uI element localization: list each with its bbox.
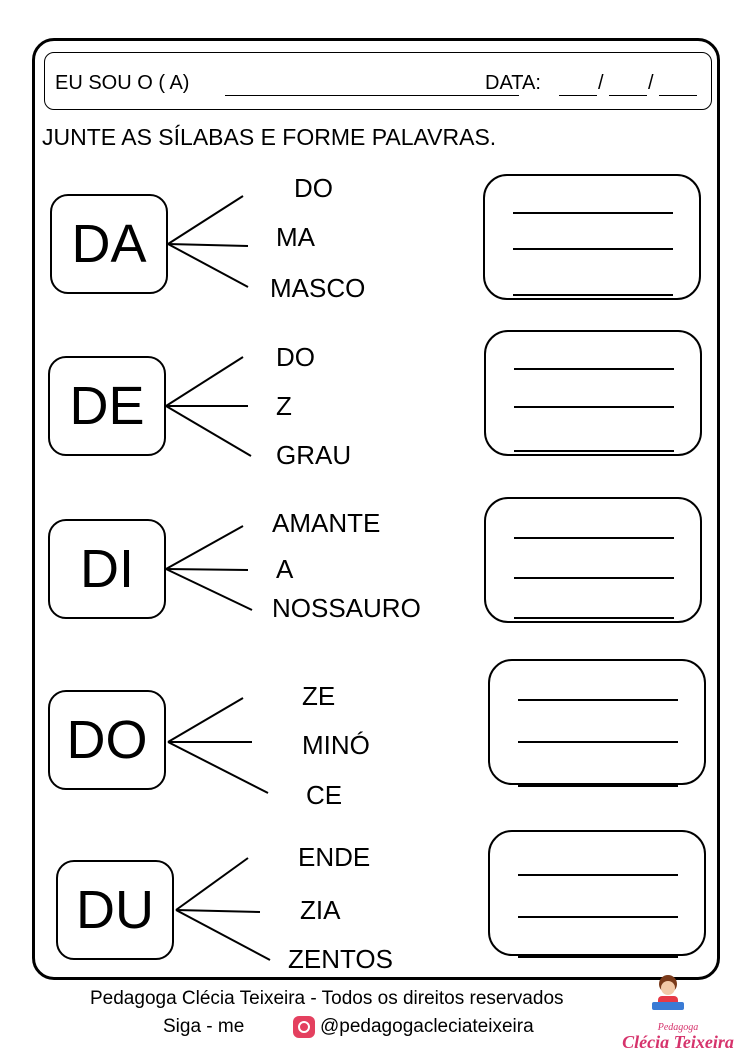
date-slash: / <box>598 72 604 94</box>
connector-line <box>165 568 249 571</box>
instagram-icon <box>293 1016 315 1038</box>
fragment-text: A <box>276 554 294 584</box>
connector-line <box>167 741 269 794</box>
date-label: DATA: <box>485 72 541 94</box>
fragment-text: ENDE <box>298 842 371 872</box>
fragment-text: MA <box>276 222 315 252</box>
answer-line[interactable] <box>518 741 678 743</box>
header-box: EU SOU O ( A) DATA: / / <box>44 52 712 110</box>
answer-line[interactable] <box>514 368 674 370</box>
instruction-text: JUNTE AS SÍLABAS E FORME PALAVRAS. <box>42 124 497 150</box>
connector-line <box>167 697 244 743</box>
answer-line[interactable] <box>513 212 673 214</box>
connector-line <box>165 568 253 611</box>
syllable-box-di: DI <box>48 519 166 619</box>
answer-line[interactable] <box>518 699 678 701</box>
fragment-text: ZIA <box>300 895 341 925</box>
answer-line[interactable] <box>514 577 674 579</box>
answer-box-di[interactable] <box>484 497 702 623</box>
answer-box-de[interactable] <box>484 330 702 456</box>
answer-line[interactable] <box>513 248 673 250</box>
answer-line[interactable] <box>518 916 678 918</box>
fragment-text: GRAU <box>276 440 352 470</box>
fragment-text: Z <box>276 391 292 421</box>
date-year-line[interactable] <box>659 95 697 96</box>
footer-follow: Siga - me <box>163 1016 245 1037</box>
fragment-text: MASCO <box>270 273 366 303</box>
syllable-box-du: DU <box>56 860 174 960</box>
fragment-text: AMANTE <box>272 508 381 538</box>
connector-line <box>175 909 271 961</box>
answer-line[interactable] <box>513 294 673 296</box>
answer-box-du[interactable] <box>488 830 706 958</box>
fragment-text: DO <box>294 173 333 203</box>
fragment-text: MINÓ <box>302 730 370 760</box>
connector-line <box>165 356 244 407</box>
answer-line[interactable] <box>518 956 678 958</box>
name-line[interactable] <box>225 95 519 96</box>
connector-line <box>167 243 249 247</box>
answer-line[interactable] <box>514 406 674 408</box>
fragment-text: ZE <box>302 681 336 711</box>
footer-copyright: Pedagoga Clécia Teixeira - Todos os dire… <box>90 988 564 1009</box>
date-month-line[interactable] <box>609 95 647 96</box>
name-label: EU SOU O ( A) <box>55 72 190 94</box>
answer-line[interactable] <box>518 785 678 787</box>
answer-line[interactable] <box>514 537 674 539</box>
fragment-text: DO <box>276 342 315 372</box>
connector-line <box>175 909 261 913</box>
answer-line[interactable] <box>514 450 674 452</box>
fragment-text: ZENTOS <box>288 944 393 974</box>
logo-line2: Clécia Teixeira <box>622 1032 734 1052</box>
fragment-text: NOSSAURO <box>272 593 421 623</box>
answer-box-da[interactable] <box>483 174 701 300</box>
answer-line[interactable] <box>518 874 678 876</box>
instagram-handle[interactable]: @pedagogacleciateixeira <box>320 1016 534 1037</box>
syllable-box-do: DO <box>48 690 166 790</box>
answer-line[interactable] <box>514 617 674 619</box>
logo-line1: Pedagoga <box>657 1022 699 1033</box>
syllable-box-de: DE <box>48 356 166 456</box>
answer-box-do[interactable] <box>488 659 706 787</box>
connector-line <box>165 405 252 457</box>
worksheet-border <box>32 38 720 980</box>
connector-line <box>175 857 249 911</box>
connector-line <box>165 525 244 570</box>
author-logo: Pedagoga Clécia Teixeira <box>622 975 734 1052</box>
date-slash: / <box>648 72 654 94</box>
fragment-text: CE <box>306 780 343 810</box>
connector-line <box>167 243 249 288</box>
connector-line <box>167 195 244 245</box>
date-day-line[interactable] <box>559 95 597 96</box>
syllable-box-da: DA <box>50 194 168 294</box>
